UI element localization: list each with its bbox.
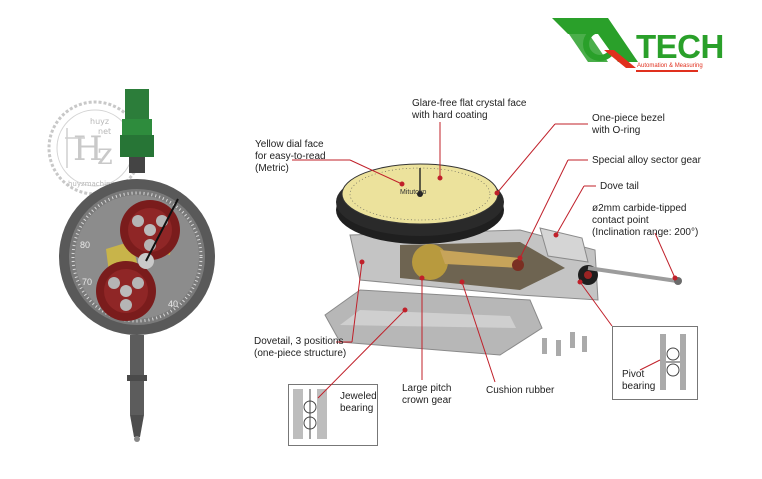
callout-crystal-line1: Glare-free flat crystal face	[412, 98, 527, 109]
left-dial-indicator	[59, 89, 215, 442]
callout-dial-face-line2: for easy-to-read	[255, 151, 326, 162]
logo-underline	[636, 70, 698, 72]
test-indicator-illustration	[324, 163, 682, 356]
dial-number-80: 80	[80, 240, 91, 250]
watermark-line1: huyz	[90, 117, 110, 126]
callout-jeweled-line2: bearing	[340, 403, 374, 414]
callout-crown-gear-line2: crown gear	[402, 395, 452, 406]
callout-contact-line1: ø2mm carbide-tipped	[592, 203, 687, 214]
callout-contact-line3: (Inclination range: 200°)	[592, 227, 699, 238]
logo-wordmark: TECH	[636, 28, 724, 65]
callout-crown-gear-line1: Large pitch	[402, 383, 452, 394]
lower-gear	[96, 261, 156, 321]
svg-text:z: z	[97, 137, 113, 172]
callout-dovetail-positions-line2: (one-piece structure)	[254, 348, 347, 359]
callout-pivot-line2: bearing	[622, 381, 656, 392]
callout-contact-line2: contact point	[592, 215, 649, 226]
callout-sector-gear: Special alloy sector gear	[592, 155, 701, 166]
dial-number-40: 40	[168, 299, 179, 309]
dial-number-70: 70	[82, 277, 93, 287]
callout-dovetail-positions-line1: Dovetail, 3 positions	[254, 336, 344, 347]
callout-dove-tail: Dove tail	[600, 181, 639, 192]
callout-pivot-line1: Pivot	[622, 369, 645, 380]
svg-text:H: H	[73, 129, 103, 169]
callout-bezel-line2: with O-ring	[592, 125, 641, 136]
callout-cushion-rubber: Cushion rubber	[486, 385, 555, 396]
jeweled-bearing-detail	[293, 389, 327, 439]
watermark-line2: net	[98, 127, 112, 136]
callout-dial-face-line3: (Metric)	[255, 163, 289, 174]
callout-bezel-line1: One-piece bezel	[592, 113, 665, 124]
logo-tagline: Automation & Measuring	[637, 63, 703, 69]
callout-crystal-line2: with hard coating	[412, 110, 488, 121]
callout-dial-face-line1: Yellow dial face	[255, 139, 324, 150]
callout-jeweled-line1: Jeweled	[340, 391, 377, 402]
pivot-bearing-detail	[660, 334, 686, 390]
watermark-ring: huyzmachine	[68, 180, 115, 188]
qtech-logo	[552, 18, 638, 68]
dial-brand-text: Mitutoyo	[400, 189, 427, 196]
